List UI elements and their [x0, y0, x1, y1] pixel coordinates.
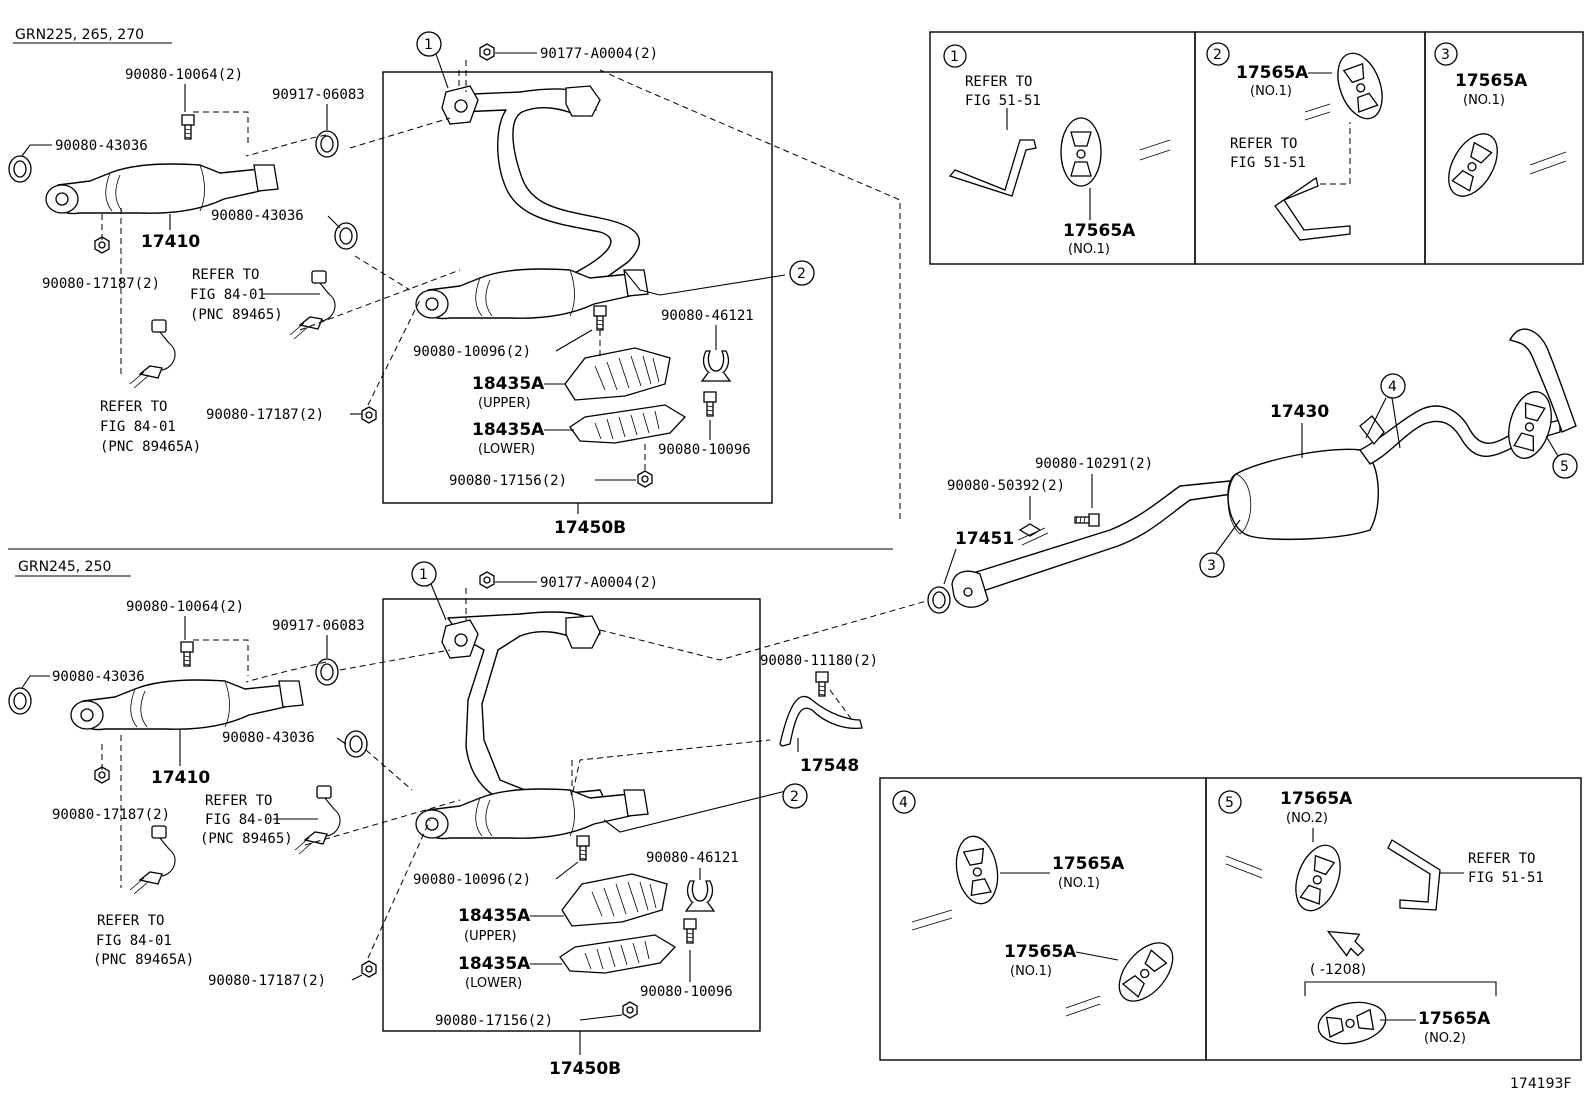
detail-5-range: ( -1208)	[1310, 962, 1366, 978]
label-top-bolt-10096: 90080-10096	[658, 442, 751, 458]
detail-4-part-a: 17565A	[1052, 854, 1125, 874]
label-bottom-nut-17187-b: 90080-17187(2)	[208, 973, 326, 989]
label-bottom-bolt-10096: 90080-10096	[640, 984, 733, 1000]
detail-1-refer-a: REFER TO	[965, 74, 1032, 90]
detail-4-part-b: 17565A	[1004, 942, 1077, 962]
detail-3-part: 17565A	[1455, 71, 1528, 91]
label-bottom-shield-upper-sub: (UPPER)	[464, 929, 517, 944]
detail-5-sub-a: (NO.2)	[1286, 811, 1328, 826]
detail-4-number: 4	[899, 795, 908, 811]
callout-1-bottom: 1	[419, 567, 428, 583]
label-bottom-converter: 17410	[151, 768, 210, 788]
label-top-gasket-06083: 90917-06083	[272, 87, 365, 103]
label-bottom-gasket-06083: 90917-06083	[272, 618, 365, 634]
label-bottom-refer2-c: (PNC 89465A)	[93, 952, 194, 968]
label-top-nut-17187-b: 90080-17187(2)	[206, 407, 324, 423]
label-bottom-bolt-10096-2: 90080-10096(2)	[413, 872, 531, 888]
label-bolt-10291: 90080-10291(2)	[1035, 456, 1153, 472]
detail-2-refer-a: REFER TO	[1230, 136, 1297, 152]
label-top-nut-17156: 90080-17156(2)	[449, 473, 567, 489]
detail-3-sub: (NO.1)	[1463, 93, 1505, 108]
variant-label-bottom: GRN245, 250	[18, 559, 111, 575]
detail-box-3	[1424, 31, 1584, 265]
label-bottom-refer1-a: REFER TO	[205, 793, 272, 809]
label-bottom-bolt-11180: 90080-11180(2)	[760, 653, 878, 669]
detail-1-refer-b: FIG 51-51	[965, 93, 1041, 109]
label-top-gasket-43036-a: 90080-43036	[55, 138, 148, 154]
detail-3-number: 3	[1441, 47, 1450, 63]
label-bottom-clamp-46121: 90080-46121	[646, 850, 739, 866]
detail-1-number: 1	[950, 49, 959, 65]
figure-id: 174193F	[1510, 1076, 1572, 1092]
label-top-gasket-nut: 90177-A0004(2)	[540, 46, 658, 62]
label-top-bolt-10064: 90080-10064(2)	[125, 67, 243, 83]
label-bottom-shield-lower-sub: (LOWER)	[465, 976, 522, 991]
label-top-refer2-b: FIG 84-01	[100, 419, 176, 435]
callout-2-top: 2	[797, 266, 806, 282]
label-bottom-refer2-b: FIG 84-01	[96, 933, 172, 949]
detail-1-part: 17565A	[1063, 221, 1136, 241]
label-bottom-refer1-b: FIG 84-01	[205, 812, 281, 828]
detail-5-part-a: 17565A	[1280, 789, 1353, 809]
callout-1-top: 1	[424, 37, 433, 53]
callout-4-main: 4	[1388, 379, 1397, 395]
label-bottom-shield-upper: 18435A	[458, 906, 531, 926]
label-muffler: 17430	[1270, 402, 1329, 422]
detail-2-number: 2	[1213, 47, 1222, 63]
detail-4-sub-a: (NO.1)	[1058, 876, 1100, 891]
callout-5-main: 5	[1560, 459, 1569, 475]
label-top-nut-17187-a: 90080-17187(2)	[42, 276, 160, 292]
label-bottom-nut-17187-a: 90080-17187(2)	[52, 807, 170, 823]
label-bottom-refer2-a: REFER TO	[97, 913, 164, 929]
label-bottom-gasket-43036-a: 90080-43036	[52, 669, 145, 685]
detail-1-sub: (NO.1)	[1068, 242, 1110, 257]
callout-3-main: 3	[1207, 558, 1216, 574]
detail-5-number: 5	[1225, 795, 1234, 811]
label-top-assembly: 17450B	[554, 518, 626, 538]
label-top-refer2-c: (PNC 89465A)	[100, 439, 201, 455]
detail-5-refer-b: FIG 51-51	[1468, 870, 1544, 886]
callout-2-bottom: 2	[790, 789, 799, 805]
label-top-bolt-10096-2: 90080-10096(2)	[413, 344, 531, 360]
detail-5-part-b: 17565A	[1418, 1009, 1491, 1029]
label-spring-50392: 90080-50392(2)	[947, 478, 1065, 494]
detail-2-sub: (NO.1)	[1250, 84, 1292, 99]
label-bottom-gasket-nut: 90177-A0004(2)	[540, 575, 658, 591]
label-top-shield-upper: 18435A	[472, 374, 545, 394]
label-top-shield-lower-sub: (LOWER)	[478, 442, 535, 457]
detail-2-refer-b: FIG 51-51	[1230, 155, 1306, 171]
assembly-box-bottom	[382, 598, 761, 1032]
detail-box-5	[1205, 777, 1582, 1061]
label-top-converter: 17410	[141, 232, 200, 252]
label-bottom-gasket-43036-b: 90080-43036	[222, 730, 315, 746]
label-bottom-shield-lower: 18435A	[458, 954, 531, 974]
label-gasket-17451: 17451	[955, 529, 1014, 549]
detail-5-sub-b: (NO.2)	[1424, 1031, 1466, 1046]
label-bottom-assembly: 17450B	[549, 1059, 621, 1079]
label-top-refer1-c: (PNC 89465)	[190, 307, 283, 323]
detail-box-4	[879, 777, 1207, 1061]
detail-2-part: 17565A	[1236, 63, 1309, 83]
label-bottom-bracket: 17548	[800, 756, 859, 776]
label-top-refer2-a: REFER TO	[100, 399, 167, 415]
label-top-shield-lower: 18435A	[472, 420, 545, 440]
detail-4-sub-b: (NO.1)	[1010, 964, 1052, 979]
label-bottom-nut-17156: 90080-17156(2)	[435, 1013, 553, 1029]
detail-5-refer-a: REFER TO	[1468, 851, 1535, 867]
label-top-refer1-b: FIG 84-01	[190, 287, 266, 303]
label-bottom-bolt-10064: 90080-10064(2)	[126, 599, 244, 615]
label-top-shield-upper-sub: (UPPER)	[478, 396, 531, 411]
label-top-refer1-a: REFER TO	[192, 267, 259, 283]
label-top-clamp-46121: 90080-46121	[661, 308, 754, 324]
label-top-gasket-43036-b: 90080-43036	[211, 208, 304, 224]
label-bottom-refer1-c: (PNC 89465)	[200, 831, 293, 847]
variant-label-top: GRN225, 265, 270	[15, 27, 144, 43]
